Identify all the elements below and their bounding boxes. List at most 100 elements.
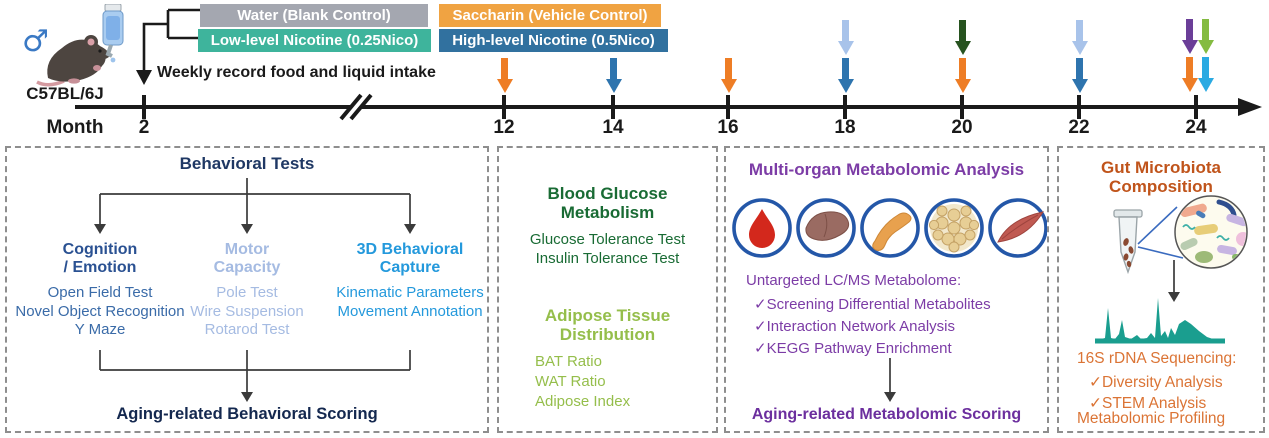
event-arrow bbox=[605, 58, 622, 93]
bottle-spout bbox=[105, 44, 113, 58]
month-tick-label: 14 bbox=[602, 117, 624, 138]
pancreas-icon bbox=[872, 212, 912, 251]
mouse-tail bbox=[36, 79, 65, 87]
panel-metabolomic-analysis: Multi-organ Metabolomic Analysis bbox=[724, 146, 1049, 433]
test-item: BAT Ratio bbox=[535, 353, 602, 370]
behavioral-column-3d-capture: 3D Behavioral Capture Kinematic Paramete… bbox=[315, 241, 505, 321]
column-heading: Capture bbox=[379, 259, 441, 276]
test-item: Novel Object Recognition bbox=[15, 302, 185, 320]
column-heading: / Emotion bbox=[63, 259, 137, 276]
event-arrow bbox=[720, 58, 737, 93]
lcms-items: ✓Screening Differential Metabolites ✓Int… bbox=[754, 294, 991, 360]
behavioral-flow-lines bbox=[94, 178, 416, 402]
heading-line: Distribution bbox=[559, 325, 656, 344]
heading-line: Metabolism bbox=[560, 203, 655, 222]
event-arrow bbox=[954, 20, 971, 55]
adipose-items: BAT Ratio WAT Ratio Adipose Index bbox=[535, 352, 630, 412]
event-arrow bbox=[1181, 19, 1198, 54]
month-tick-label: 12 bbox=[493, 117, 515, 138]
liver-icon bbox=[805, 211, 850, 241]
axis-label: Month bbox=[46, 117, 104, 138]
event-arrow bbox=[1197, 57, 1214, 92]
event-arrow bbox=[1197, 19, 1214, 54]
analysis-item: ✓Screening Differential Metabolites bbox=[754, 296, 991, 313]
weekly-note: Weekly record food and liquid intake bbox=[157, 64, 436, 81]
test-item: Movement Annotation bbox=[337, 302, 483, 320]
event-arrow bbox=[496, 58, 513, 93]
flow-arrow-down bbox=[1168, 260, 1180, 302]
water-bottle-icon bbox=[102, 4, 124, 63]
mouse-paw bbox=[93, 65, 101, 71]
test-item: WAT Ratio bbox=[535, 373, 606, 390]
profiling-footer: Metabolomic Profiling bbox=[1077, 410, 1226, 427]
analysis-item: ✓KEGG Pathway Enrichment bbox=[754, 340, 952, 357]
legend-water-label: Water (Blank Control) bbox=[237, 7, 391, 24]
metabolomic-outcome: Aging-related Metabolomic Scoring bbox=[751, 406, 1022, 423]
muscle-icon bbox=[997, 211, 1045, 243]
heading-line: Adipose Tissue bbox=[544, 306, 671, 325]
legend-water: Water (Blank Control) bbox=[200, 4, 428, 27]
test-item: Kinematic Parameters bbox=[336, 284, 484, 301]
flow-arrow-down bbox=[884, 358, 896, 402]
analysis-item: ✓Diversity Analysis bbox=[1089, 374, 1223, 391]
analysis-item: ✓STEM Analysis bbox=[1089, 395, 1207, 412]
liver-lobe bbox=[823, 213, 828, 238]
fecal-sample-microbiota-icon bbox=[1113, 195, 1248, 275]
behavioral-column-motor: Motor Capacity Pole Test Wire Suspension… bbox=[155, 241, 339, 340]
mouse-foot bbox=[68, 78, 80, 84]
legend-bracket bbox=[142, 8, 200, 70]
event-arrow bbox=[837, 58, 854, 93]
column-heading: Capacity bbox=[213, 259, 281, 276]
lcms-subtitle: Untargeted LC/MS Metabolome: bbox=[746, 272, 962, 289]
test-item: Insulin Tolerance Test bbox=[535, 250, 680, 267]
blood-glucose-items: Glucose Tolerance Test Insulin Tolerance… bbox=[499, 230, 716, 268]
axis-ticks bbox=[142, 95, 1198, 119]
weekly-arrowhead bbox=[136, 70, 152, 85]
month-tick-label: 16 bbox=[717, 117, 739, 138]
blood-glucose-heading: Blood Glucose Metabolism bbox=[499, 184, 716, 222]
panel-title: Multi-organ Metabolomic Analysis bbox=[748, 160, 1025, 179]
adipose-tissue-icon bbox=[928, 204, 980, 253]
male-symbol: ♂ bbox=[22, 24, 49, 59]
column-heading: Motor bbox=[224, 241, 270, 258]
mouse-icon bbox=[36, 35, 110, 87]
blood-icon bbox=[749, 209, 775, 248]
heading-line: Blood Glucose bbox=[547, 184, 668, 203]
event-arrow bbox=[1071, 58, 1088, 93]
legend-high-nicotine-label: High-level Nicotine (0.5Nico) bbox=[452, 32, 655, 49]
month-tick-label: 22 bbox=[1068, 117, 1090, 138]
test-item: Open Field Test bbox=[47, 284, 153, 301]
panel-title: Behavioral Tests bbox=[179, 154, 315, 173]
axis-arrowhead bbox=[1238, 98, 1262, 116]
column-heading: Cognition bbox=[62, 241, 138, 258]
mouse-head bbox=[94, 44, 110, 60]
sequencing-items: ✓Diversity Analysis ✓STEM Analysis bbox=[1089, 372, 1223, 414]
legend-low-nicotine: Low-level Nicotine (0.25Nico) bbox=[198, 29, 431, 52]
panel-behavioral-tests: Behavioral Tests Cognition / Emotion Ope… bbox=[5, 146, 489, 433]
test-item: Wire Suspension bbox=[190, 302, 304, 320]
analysis-item: ✓Interaction Network Analysis bbox=[754, 318, 955, 335]
title-line: Gut Microbiota bbox=[1101, 158, 1221, 177]
legend-saccharin: Saccharin (Vehicle Control) bbox=[439, 4, 661, 27]
event-arrow bbox=[1071, 20, 1088, 55]
test-item: Y Maze bbox=[74, 321, 126, 338]
legend-saccharin-label: Saccharin (Vehicle Control) bbox=[452, 7, 648, 24]
month-tick-label: 2 bbox=[138, 117, 150, 138]
axis-break-icon bbox=[338, 92, 373, 121]
month-tick-label: 24 bbox=[1185, 117, 1207, 138]
water-drop bbox=[110, 57, 116, 63]
organ-icons bbox=[732, 198, 1047, 258]
behavioral-column-cognition: Cognition / Emotion Open Field Test Nove… bbox=[7, 241, 193, 340]
test-item: Glucose Tolerance Test bbox=[529, 231, 686, 248]
test-item: Adipose Index bbox=[535, 393, 631, 410]
sequencing-subtitle: 16S rDNA Sequencing: bbox=[1077, 350, 1237, 367]
month-tick-label: 20 bbox=[951, 117, 973, 138]
title-line: Composition bbox=[1109, 177, 1213, 196]
strain-label: C57BL/6J bbox=[26, 84, 104, 103]
event-arrow bbox=[1181, 57, 1198, 92]
mouse-eye bbox=[98, 49, 102, 53]
sample-tube-icon bbox=[1113, 209, 1143, 275]
panel-gut-microbiota: Gut Microbiota Composition bbox=[1057, 146, 1265, 433]
legend-low-nicotine-label: Low-level Nicotine (0.25Nico) bbox=[210, 32, 419, 49]
